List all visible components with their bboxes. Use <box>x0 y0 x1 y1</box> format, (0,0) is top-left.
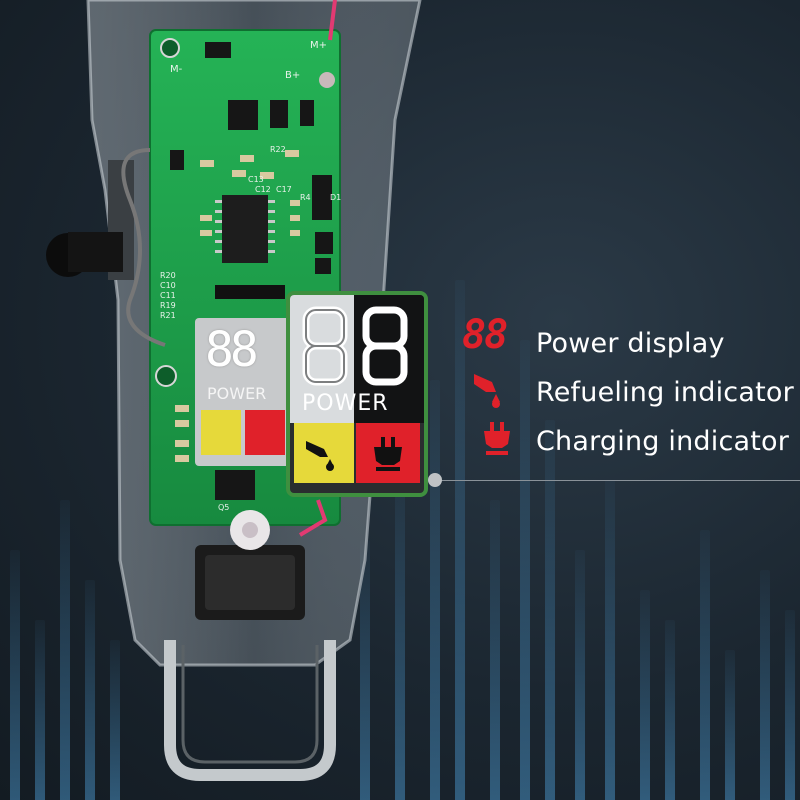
background-bar <box>10 550 20 800</box>
pcb-label-q5: Q5 <box>218 503 229 512</box>
board-charge-cell <box>245 410 285 455</box>
pcb-label-c12: C12 <box>255 185 271 194</box>
pcb-label-r19: R19 <box>160 301 176 310</box>
background-bar <box>395 470 405 800</box>
background-bar <box>545 420 555 800</box>
pcb-label-r4: R4 <box>300 193 311 202</box>
background-bar <box>35 620 45 800</box>
background-bar <box>520 340 530 800</box>
pcb-label-c11: C11 <box>160 291 176 300</box>
pointer-line <box>436 480 800 481</box>
background-bar <box>605 480 615 800</box>
oil-drip-icon <box>306 441 334 471</box>
oil-drip-icon <box>474 374 500 408</box>
zoom-power-label: POWER <box>302 391 389 416</box>
board-refuel-cell <box>201 410 241 455</box>
legend-power-display-icon: 88 <box>462 312 508 358</box>
background-bar <box>725 650 735 800</box>
pcb-label-d1: D1 <box>330 193 341 202</box>
pcb-label-r21: R21 <box>160 311 176 320</box>
background-bar <box>110 640 120 800</box>
legend-refueling-indicator-label: Refueling indicator <box>536 377 794 408</box>
pcb-label-r22: R22 <box>270 145 286 154</box>
pcb-label-m-plus: M+ <box>310 40 327 51</box>
background-bar <box>640 590 650 800</box>
background-bar <box>360 540 370 800</box>
pointer-dot <box>428 473 442 487</box>
pcb-label-m-minus: M- <box>170 64 183 75</box>
background-bar <box>665 620 675 800</box>
background-bar <box>455 280 465 800</box>
background-bar <box>575 550 585 800</box>
background-bar <box>85 580 95 800</box>
background-bar <box>785 610 795 800</box>
pcb-label-c10: C10 <box>160 281 176 290</box>
board-display: 88 POWER <box>195 318 290 466</box>
background-bar <box>60 500 70 800</box>
pcb-label-b-plus: B+ <box>285 70 300 81</box>
pcb-label-c17: C17 <box>276 185 292 194</box>
legend-power-display-label: Power display <box>536 328 725 359</box>
legend-charging-indicator-label: Charging indicator <box>536 426 790 457</box>
pcb-label-c13: C13 <box>248 175 264 184</box>
display-zoom-panel: POWER <box>286 291 428 497</box>
background-bar <box>430 380 440 800</box>
board-display-digits: 88 <box>205 322 259 378</box>
pcb-label-r20: R20 <box>160 271 176 280</box>
zoom-charge-cell <box>356 423 420 483</box>
zoom-digit-segments <box>302 306 408 386</box>
plug-icon <box>374 437 402 471</box>
board-display-power-label: POWER <box>207 384 267 403</box>
zoom-refuel-cell <box>294 423 354 483</box>
plug-icon <box>484 422 510 455</box>
background-bar <box>490 500 500 800</box>
background-bar <box>760 570 770 800</box>
background-bar <box>700 530 710 800</box>
